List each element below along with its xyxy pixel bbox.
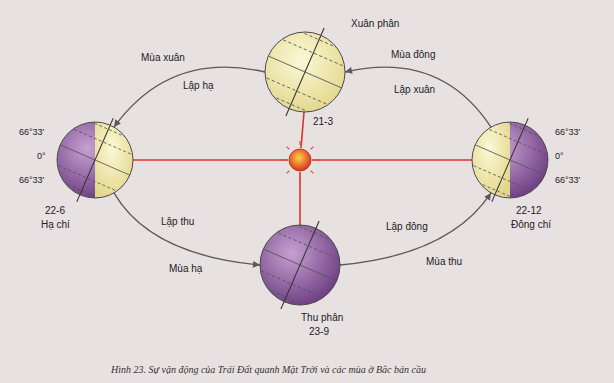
orbit-arrow (340, 193, 491, 265)
earth-axis (281, 221, 319, 309)
day-side (472, 122, 510, 198)
orbit-path (114, 67, 265, 127)
orbit-path (340, 193, 491, 265)
season-start-label: Lập hạ (182, 80, 215, 92)
sun-ray-line (133, 159, 288, 161)
globe-outline (260, 225, 340, 305)
globe-outline (472, 122, 548, 198)
season-start-label: Lập thu (160, 216, 195, 228)
globe-drawing (472, 122, 548, 198)
date-label: Hạ chí (40, 219, 71, 231)
arrowhead (114, 119, 121, 127)
globe-label: 22-12 (515, 205, 543, 217)
globe-outline (57, 122, 133, 198)
earth-globe: 22-12Đông chí (472, 122, 548, 198)
earth-globe: Xuân phân21-3 (265, 32, 345, 112)
latitude-label: 0° (554, 150, 565, 162)
globe-label: Xuân phân (350, 18, 400, 30)
sun-ray-line (301, 112, 304, 148)
arrowhead (484, 193, 491, 201)
season-label: Mùa xuân (140, 52, 186, 64)
orbit-arrow (345, 67, 491, 127)
globe-label: 22-6 (44, 205, 66, 217)
season-label: Mùa hạ (168, 263, 203, 275)
day-side (95, 122, 133, 198)
globe-drawing (265, 32, 345, 112)
globe-outline (265, 32, 345, 112)
sun-rays (281, 141, 319, 179)
latitude-label: 66°33' (18, 174, 45, 186)
date-label: 21-3 (312, 116, 334, 128)
globe-drawing (260, 225, 340, 305)
earth-axis (77, 118, 113, 202)
sun-ray-line (299, 172, 301, 225)
latitude-label: 66°33' (554, 174, 581, 186)
latitude-label: 0° (36, 150, 47, 162)
latitude-label: 66°33' (18, 126, 45, 138)
sun-ray-line (312, 159, 472, 161)
earth-globe: Thu phân23-9 (260, 225, 340, 305)
arrowhead (253, 261, 260, 268)
orbit-arrow (114, 193, 260, 268)
earth-globe: 22-6Hạ chí (57, 122, 133, 198)
season-label: Mùa đông (390, 49, 436, 61)
arrowhead (345, 67, 353, 74)
earth-axis (492, 118, 528, 202)
season-start-label: Lập đông (385, 221, 429, 233)
globe-label: Thu phân (300, 312, 344, 324)
globe-drawing (57, 122, 133, 198)
figure-caption: Hình 23. Sự vận động của Trái Đất quanh … (110, 364, 427, 375)
orbit-path (345, 67, 491, 127)
date-label: Đông chí (510, 219, 552, 231)
date-label: 23-9 (308, 326, 330, 338)
earth-axis (286, 28, 324, 116)
sun (289, 149, 311, 171)
latitude-label: 66°33' (554, 126, 581, 138)
season-start-label: Lập xuân (393, 84, 436, 96)
orbit-path (114, 193, 260, 265)
orbit-arrow (114, 67, 265, 127)
season-label: Mùa thu (425, 256, 463, 268)
